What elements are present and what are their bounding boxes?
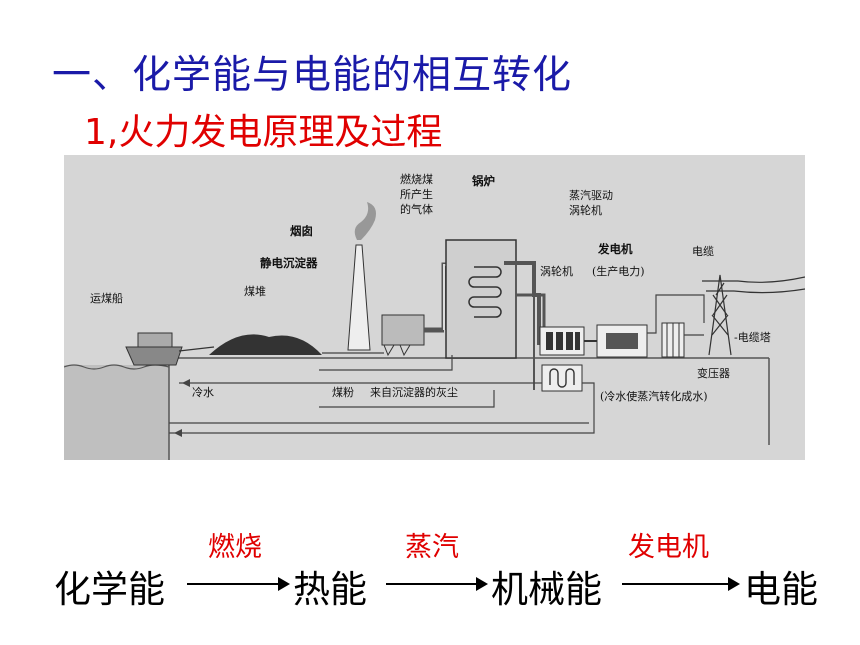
label-generator: 发电机 — [597, 242, 633, 256]
turbine-shape — [539, 326, 585, 356]
label-chimney: 烟囱 — [290, 224, 313, 238]
coal-pile-shape — [209, 334, 322, 355]
flow-stage-heat: 热能 — [293, 568, 367, 611]
generator-shape — [596, 324, 648, 358]
coal-ship — [125, 332, 215, 366]
condenser-shape — [541, 364, 583, 392]
label-gas-1: 燃烧煤 — [400, 172, 433, 186]
label-precipitator: 静电沉淀器 — [260, 256, 318, 270]
flow-process-burning: 燃烧 — [208, 532, 262, 563]
label-steam-2: 涡轮机 — [569, 203, 602, 217]
label-ship: 运煤船 — [90, 291, 123, 305]
flow-process-steam: 蒸汽 — [405, 532, 459, 563]
label-tower: -电缆塔 — [734, 331, 771, 344]
label-gas-2: 所产生 — [400, 187, 433, 201]
label-coal-pile: 煤堆 — [244, 285, 266, 298]
label-ash: 来自沉淀器的灰尘 — [370, 385, 458, 399]
label-cold-water: 冷水 — [192, 386, 214, 399]
flow-process-generator: 发电机 — [628, 532, 709, 563]
label-steam-1: 蒸汽驱动 — [569, 188, 613, 202]
boiler-shape — [445, 239, 517, 359]
label-turbine: 涡轮机 — [540, 264, 573, 278]
flow-arrow-2 — [386, 577, 488, 591]
transformer-shape — [661, 322, 685, 358]
flow-stage-mechanical: 机械能 — [491, 568, 602, 611]
label-coal-powder: 煤粉 — [332, 386, 354, 399]
precipitator-shape — [381, 314, 425, 357]
flow-arrow-1 — [187, 577, 290, 591]
label-transformer: 变压器 — [697, 366, 730, 380]
energy-conversion-flow: 化学能 燃烧 热能 蒸汽 机械能 发电机 电能 — [0, 525, 860, 615]
page-title: 一、化学能与电能的相互转化 — [52, 53, 573, 98]
section-subtitle: 1,火力发电原理及过程 — [84, 112, 443, 153]
flow-stage-electric: 电能 — [744, 568, 818, 611]
chimney-shape — [347, 202, 376, 351]
label-gas-3: 的气体 — [400, 202, 433, 216]
power-plant-diagram: 运煤船 煤堆 烟囱 静电沉淀器 燃烧煤 所产生 的气体 锅炉 蒸汽驱动 涡轮机 … — [64, 155, 805, 460]
flow-arrow-3 — [622, 577, 740, 591]
water-body — [64, 365, 169, 460]
cable-tower-shape — [702, 274, 805, 356]
label-generator-sub: (生产电力) — [592, 264, 645, 278]
label-condense: (冷水使蒸汽转化成水) — [600, 389, 708, 403]
flow-stage-chemical: 化学能 — [54, 568, 165, 611]
label-boiler: 锅炉 — [472, 174, 495, 188]
label-cable: 电缆 — [692, 245, 714, 258]
